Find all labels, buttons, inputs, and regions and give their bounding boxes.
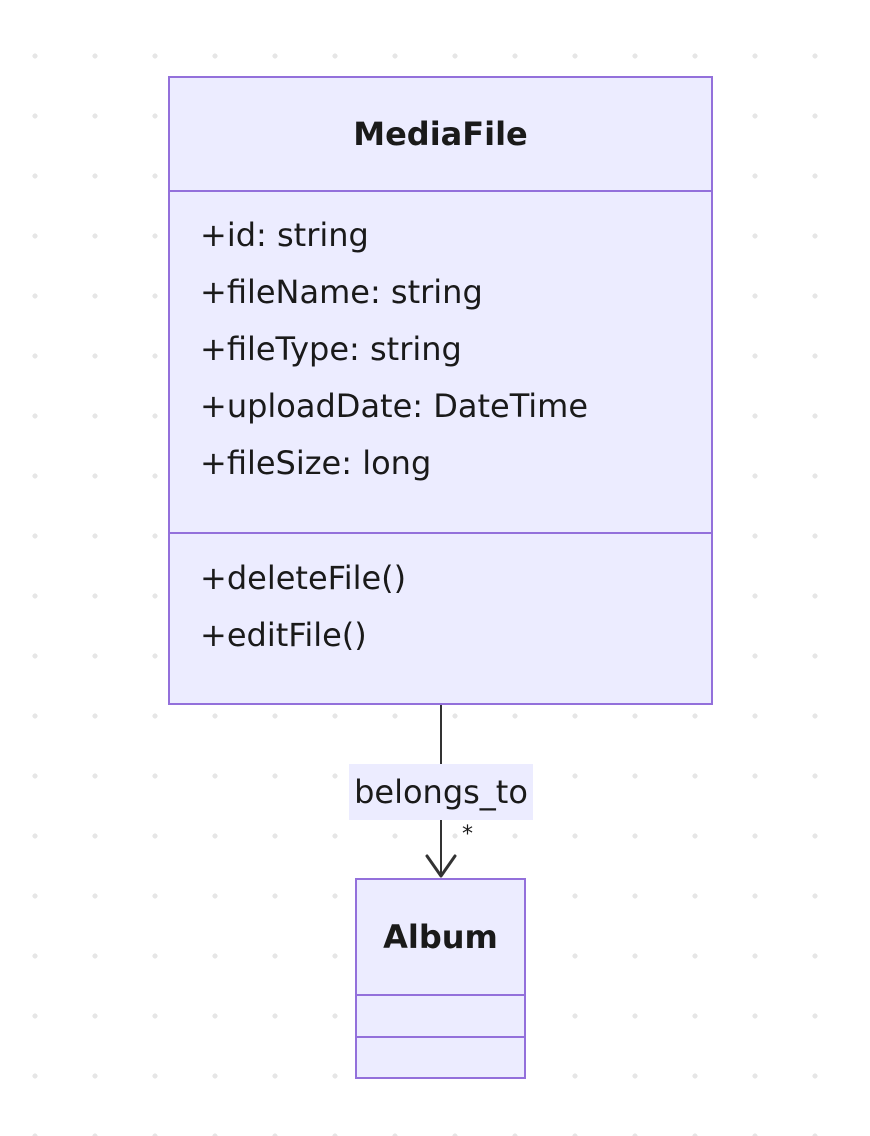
attribute-filetype: +fileType: string bbox=[200, 330, 462, 368]
attribute-id: +id: string bbox=[200, 216, 369, 254]
multiplicity-label: * bbox=[462, 822, 473, 847]
relationship-label: belongs_to bbox=[349, 764, 533, 820]
methods-section bbox=[357, 1038, 524, 1077]
methods-section: +deleteFile() +editFile() bbox=[170, 534, 711, 703]
attributes-section: +id: string +fileName: string +fileType:… bbox=[170, 192, 711, 534]
attribute-uploaddate: +uploadDate: DateTime bbox=[200, 387, 589, 425]
method-editfile: +editFile() bbox=[200, 616, 367, 654]
attribute-filename: +fileName: string bbox=[200, 273, 483, 311]
method-deletefile: +deleteFile() bbox=[200, 559, 407, 597]
class-name: Album bbox=[357, 880, 524, 996]
arrowhead-icon bbox=[425, 854, 457, 878]
class-album[interactable]: Album bbox=[355, 878, 526, 1079]
attributes-section bbox=[357, 996, 524, 1038]
attribute-filesize: +fileSize: long bbox=[200, 444, 432, 482]
class-name: MediaFile bbox=[170, 78, 711, 192]
class-mediafile[interactable]: MediaFile +id: string +fileName: string … bbox=[168, 76, 713, 705]
